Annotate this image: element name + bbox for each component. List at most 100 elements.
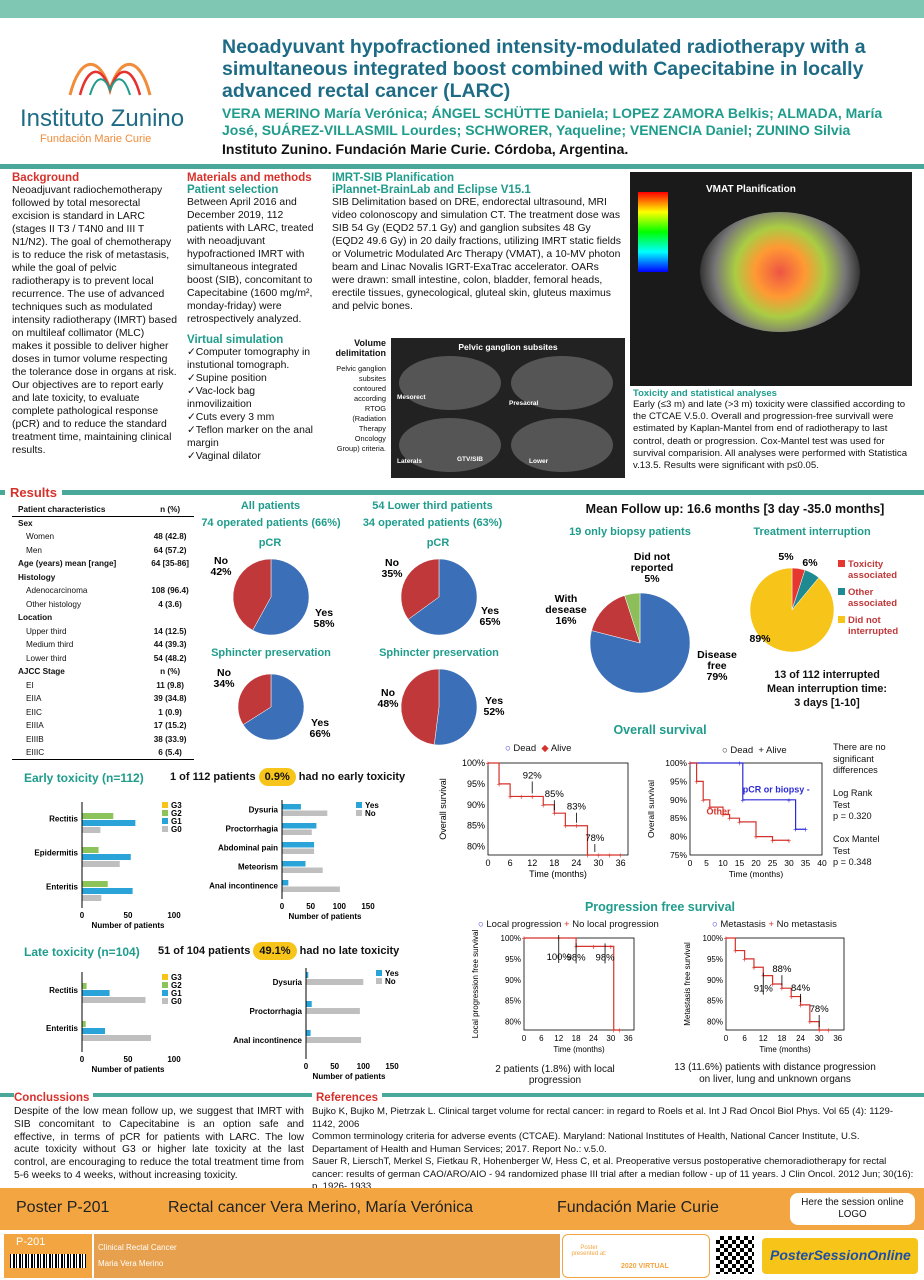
bar-g0 bbox=[82, 861, 120, 867]
pie-label: No bbox=[214, 555, 228, 567]
bar-no bbox=[282, 886, 340, 892]
background-text: Neoadjuvant radiochemotherapy followed b… bbox=[12, 185, 177, 456]
x-axis-label: Number of patients bbox=[92, 921, 165, 930]
y-tick: 95% bbox=[707, 955, 723, 964]
pie-label: Yes bbox=[311, 717, 329, 729]
footer-poster: Poster P-201 bbox=[16, 1199, 110, 1216]
table-cell: Age (years) mean [range] bbox=[18, 559, 117, 569]
table-cell: 64 [35-86] bbox=[151, 559, 189, 569]
logo-main-text: Instituto Zunino bbox=[20, 105, 185, 132]
x-tick: 35 bbox=[801, 858, 811, 868]
pie-label: With bbox=[555, 593, 578, 605]
table-cell: 44 (39.3) bbox=[153, 640, 187, 650]
track-label: Clinical Rectal Cancer bbox=[98, 1243, 177, 1252]
bar-g1 bbox=[82, 888, 133, 894]
dose-map bbox=[700, 212, 860, 332]
bar-g0 bbox=[82, 997, 146, 1003]
virtual-sim-item: ✓Vaginal dilator bbox=[187, 451, 261, 462]
footer-bar: Poster P-201 Rectal cancer Vera Merino, … bbox=[0, 1188, 924, 1230]
session-online-button[interactable]: Here the session online LOGO bbox=[790, 1193, 915, 1225]
x-tick: 36 bbox=[616, 858, 626, 868]
table-header-cell: n (%) bbox=[140, 503, 194, 517]
category-label: Dysuria bbox=[249, 806, 279, 815]
table-cell: 54 (48.2) bbox=[153, 653, 187, 663]
censor-mark: + bbox=[497, 780, 502, 789]
conclusions-text: Despite of the low mean follow up, we su… bbox=[14, 1106, 304, 1181]
censor-mark: + bbox=[574, 822, 579, 831]
pie-label: 65% bbox=[479, 616, 501, 628]
pie-label: free bbox=[707, 660, 726, 672]
y-tick: 75% bbox=[670, 850, 687, 860]
pie-slice-yes bbox=[433, 668, 478, 746]
y-tick: 90% bbox=[467, 800, 485, 810]
category-label: Anal incontinence bbox=[209, 882, 278, 891]
censor-mark: + bbox=[742, 955, 747, 964]
legend-swatch bbox=[162, 998, 168, 1004]
censor-mark: + bbox=[803, 825, 808, 834]
censor-mark: + bbox=[591, 942, 596, 951]
all-patients-subtitle: 74 operated patients (66%) bbox=[201, 517, 341, 529]
lower-third-subtitle: 34 operated patients (63%) bbox=[362, 517, 503, 529]
results-heading: Results bbox=[10, 485, 57, 500]
bar-g2 bbox=[82, 983, 87, 989]
reference-item: Bujko K, Bujko M, Pietrzak L. Clinical t… bbox=[312, 1106, 894, 1130]
legend-label: G0 bbox=[171, 997, 182, 1006]
table-cell bbox=[140, 611, 194, 625]
patient-selection-heading: Patient selection bbox=[187, 184, 279, 196]
legend-label: associated bbox=[848, 570, 897, 581]
pfs-note2: 13 (11.6%) patients with distance progre… bbox=[674, 1062, 876, 1085]
censor-mark: + bbox=[541, 801, 546, 810]
table-cell: EI bbox=[26, 680, 34, 690]
table-cell: Lower third bbox=[26, 653, 67, 663]
censor-mark: + bbox=[724, 934, 729, 943]
x-tick: 36 bbox=[833, 1034, 842, 1043]
stat-note-line: significant bbox=[833, 753, 874, 764]
stat-note-line bbox=[833, 777, 923, 789]
censor-mark: + bbox=[707, 803, 712, 812]
early-tox-note: 1 of 112 patients 0.9% had no early toxi… bbox=[170, 768, 405, 786]
censor-mark: + bbox=[798, 1001, 803, 1010]
stat-note-line: Test bbox=[833, 845, 850, 856]
censor-mark: + bbox=[522, 934, 527, 943]
bar-no bbox=[282, 829, 312, 835]
footer-topic: Rectal cancer Vera Merino, María Verónic… bbox=[168, 1199, 474, 1216]
table-cell: 64 (57.2) bbox=[153, 545, 187, 555]
legend-swatch bbox=[376, 978, 382, 984]
pie-label: 48% bbox=[377, 698, 399, 710]
censor-mark: + bbox=[817, 1026, 822, 1035]
censor-mark: + bbox=[787, 836, 792, 845]
imrt-subheading: iPlannet-BrainLab and Eclipse V15.1 bbox=[332, 184, 531, 196]
x-axis-label: Number of patients bbox=[289, 912, 362, 921]
qr-code-icon[interactable] bbox=[716, 1236, 754, 1274]
authors: VERA MERINO María Verónica; ÁNGEL SCHÜTT… bbox=[222, 105, 883, 138]
pie-slice-yes bbox=[242, 673, 305, 741]
x-axis-label: Time (months) bbox=[759, 1045, 811, 1054]
table-cell: Medium third bbox=[26, 640, 74, 650]
pie-label: 5% bbox=[778, 551, 794, 563]
imrt-text: SIB Delimitation based on DRE, endorecta… bbox=[332, 197, 621, 312]
category-label: Proctorrhagia bbox=[250, 1007, 303, 1016]
toxstat-text: Early (≤3 m) and late (>3 m) toxicity we… bbox=[633, 399, 908, 472]
volume-delimitation: Volume delimitation Pelvic ganglion subs… bbox=[334, 338, 386, 454]
legend-swatch bbox=[162, 982, 168, 988]
y-tick: 90% bbox=[707, 976, 723, 985]
legend-swatch bbox=[838, 616, 845, 623]
table-cell: 38 (33.9) bbox=[153, 734, 187, 744]
x-tick: 50 bbox=[330, 1062, 339, 1071]
category-label: Meteorism bbox=[238, 863, 278, 872]
brand-logo[interactable]: PosterSessionOnline bbox=[762, 1238, 918, 1274]
legend-label: G3 bbox=[171, 801, 182, 810]
imrt-heading: IMRT-SIB Planification bbox=[332, 172, 455, 184]
x-tick: 12 bbox=[759, 1034, 768, 1043]
interrupt-text1: 13 of 112 interrupted bbox=[774, 669, 880, 681]
reference-item: Common terminology criteria for adverse … bbox=[312, 1131, 860, 1155]
censor-mark: + bbox=[733, 947, 738, 956]
pie-label: No bbox=[385, 557, 399, 569]
sphincter-label: Sphincter preservation bbox=[211, 647, 331, 659]
table-cell bbox=[140, 571, 194, 585]
y-tick: 80% bbox=[467, 842, 485, 852]
y-tick: 100% bbox=[462, 758, 485, 768]
bar-g2 bbox=[82, 813, 114, 819]
